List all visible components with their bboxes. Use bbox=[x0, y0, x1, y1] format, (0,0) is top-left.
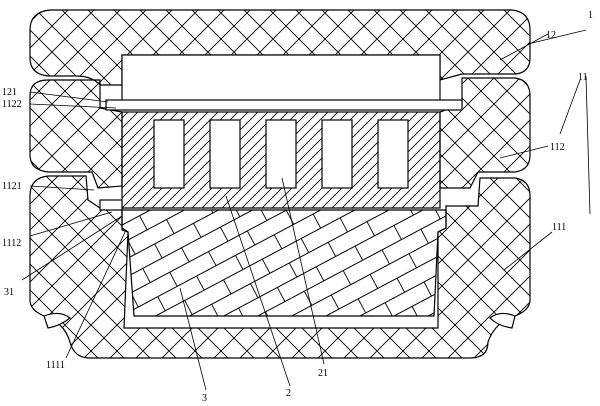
label-1122: 1122 bbox=[2, 99, 22, 110]
top-plate bbox=[121, 54, 441, 106]
fin-4 bbox=[321, 119, 353, 189]
label-3: 3 bbox=[202, 393, 207, 404]
plate-121 bbox=[105, 99, 463, 111]
label-1121: 1121 bbox=[2, 181, 22, 192]
label-112: 112 bbox=[550, 142, 565, 153]
label-11: 11 bbox=[578, 72, 588, 83]
label-1112: 1112 bbox=[2, 238, 21, 249]
block-3 bbox=[121, 209, 447, 317]
label-31: 31 bbox=[4, 287, 14, 298]
label-121: 121 bbox=[2, 87, 17, 98]
label-1: 1 bbox=[588, 10, 593, 21]
base-left-notch bbox=[43, 312, 71, 329]
fin-5 bbox=[377, 119, 409, 189]
label-111: 111 bbox=[552, 222, 566, 233]
middle-ring-112-right bbox=[439, 77, 531, 189]
label-1111: 1111 bbox=[46, 360, 65, 371]
fin-2 bbox=[209, 119, 241, 189]
flange-31 bbox=[99, 199, 123, 211]
base-block-111 bbox=[29, 175, 531, 359]
label-2: 2 bbox=[286, 388, 291, 399]
fin-1 bbox=[153, 119, 185, 189]
fin-3 bbox=[265, 119, 297, 189]
callout-labels: 1 12 11 112 111 121 1122 1121 1112 31 11… bbox=[2, 10, 593, 404]
middle-ring-112 bbox=[29, 79, 123, 189]
leader-lines bbox=[21, 29, 591, 391]
heat-sink-2 bbox=[121, 111, 441, 209]
label-12: 12 bbox=[546, 30, 556, 41]
base-right-notch bbox=[489, 312, 516, 329]
label-21: 21 bbox=[318, 368, 328, 379]
